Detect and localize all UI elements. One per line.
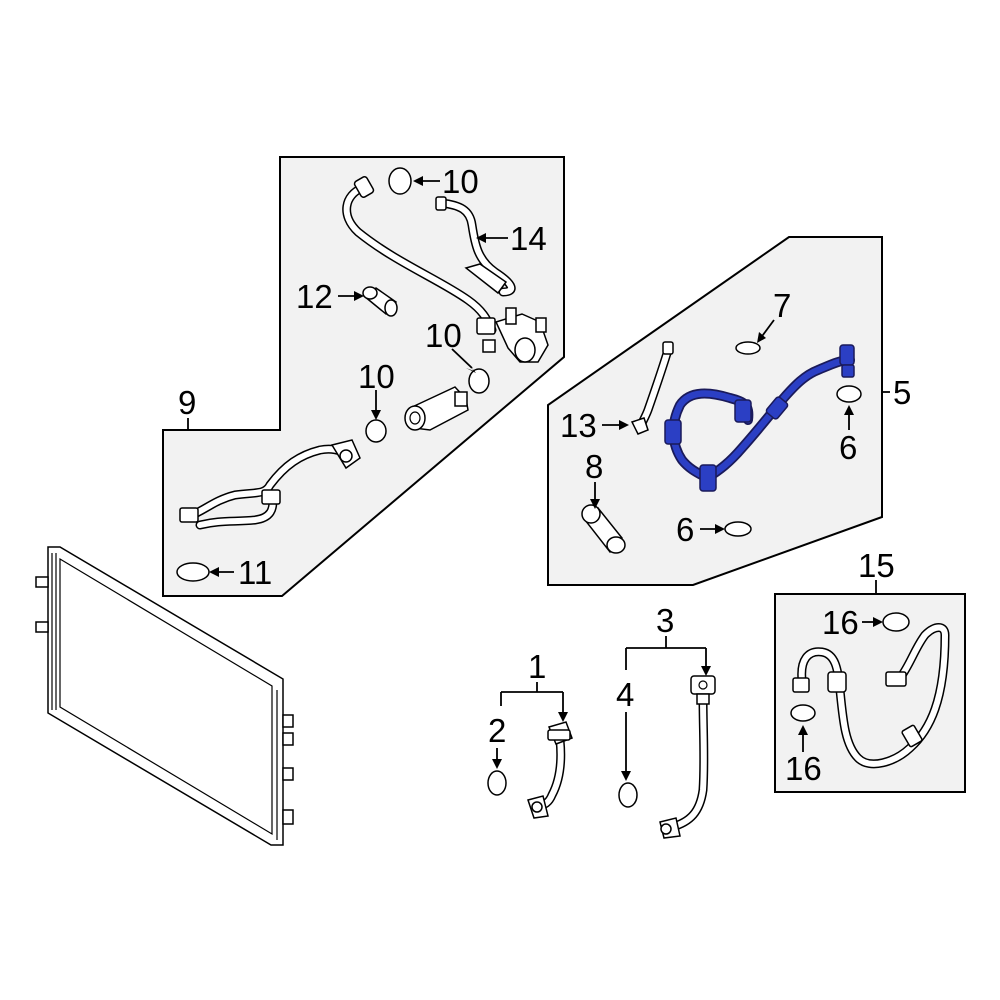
seal-11 — [176, 562, 210, 582]
callout-10-low: 10 — [358, 358, 395, 395]
callout-16-lower: 16 — [785, 750, 822, 787]
seal-7 — [735, 341, 761, 355]
callout-2: 2 — [488, 712, 506, 749]
callout-15: 15 — [858, 547, 895, 584]
hose-14 — [435, 196, 516, 297]
callout-16-upper: 16 — [822, 604, 859, 641]
seal-16-lower — [790, 704, 816, 722]
callout-7: 7 — [773, 287, 791, 324]
sensor-13 — [630, 341, 674, 435]
callout-5: 5 — [893, 374, 911, 411]
callout-9: 9 — [178, 384, 196, 421]
callout-11: 11 — [238, 554, 272, 591]
hose-5-assembly — [664, 344, 855, 492]
condenser — [35, 546, 294, 846]
seal-6-upper — [836, 385, 862, 403]
line-3 — [659, 675, 716, 839]
seal-2 — [487, 770, 507, 796]
line-assembly-top — [342, 176, 549, 363]
callout-3: 3 — [656, 602, 674, 639]
callout-10-mid: 10 — [425, 317, 462, 354]
seal-4 — [618, 782, 638, 808]
callout-14: 14 — [510, 220, 547, 257]
line-assembly-bottom — [179, 439, 361, 530]
panel-5 — [547, 236, 883, 586]
callout-4: 4 — [616, 676, 634, 713]
leader-lines — [187, 176, 890, 781]
callout-12: 12 — [296, 278, 333, 315]
callout-6-upper: 6 — [839, 429, 857, 466]
line-1 — [527, 721, 573, 819]
callout-13: 13 — [560, 407, 597, 444]
callout-10-top: 10 — [442, 163, 479, 200]
filter-8 — [581, 504, 626, 554]
callout-8: 8 — [585, 448, 603, 485]
line-15 — [792, 623, 950, 769]
callout-6-lower: 6 — [676, 511, 694, 548]
seal-16-upper — [882, 612, 910, 632]
seal-10-low — [365, 419, 387, 443]
seal-10-mid — [468, 368, 490, 394]
seal-10-top — [388, 167, 412, 195]
seal-6-lower — [724, 521, 752, 537]
accumulator-body — [404, 386, 469, 431]
filter-12 — [362, 286, 398, 317]
callout-1: 1 — [528, 648, 546, 685]
